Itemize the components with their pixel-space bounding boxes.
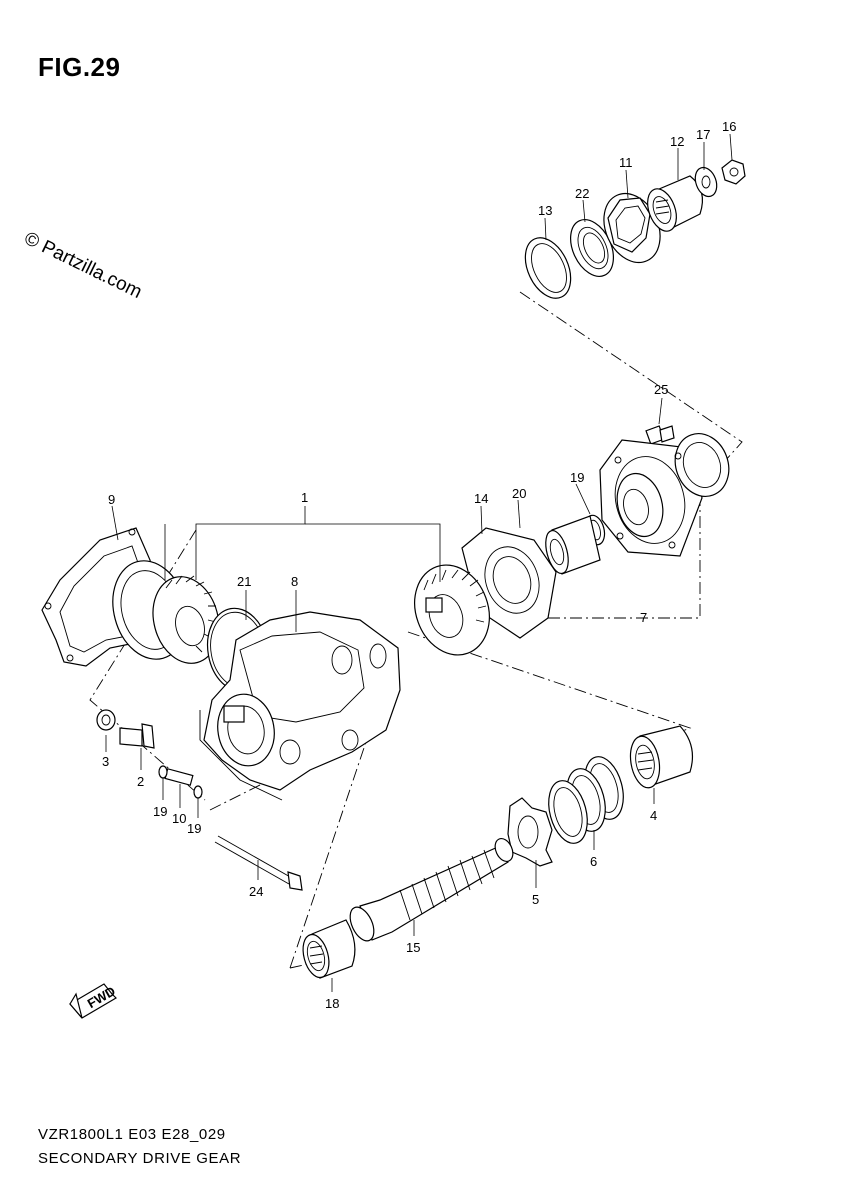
part-15-drive-shaft[interactable] bbox=[345, 836, 516, 945]
part-2-bolt[interactable] bbox=[119, 723, 155, 749]
callout-10[interactable]: 10 bbox=[172, 811, 186, 826]
part-24-long-bolt[interactable] bbox=[214, 835, 303, 891]
callout-1[interactable]: 1 bbox=[301, 490, 308, 505]
part-8-gear-case[interactable] bbox=[199, 611, 401, 801]
callout-19-right[interactable]: 19 bbox=[187, 821, 201, 836]
part-16-nut[interactable] bbox=[721, 159, 746, 185]
callout-25[interactable]: 25 bbox=[654, 382, 668, 397]
callout-21[interactable]: 20 bbox=[512, 486, 526, 501]
callout-6[interactable]: 6 bbox=[590, 854, 597, 869]
callout-18[interactable]: 18 bbox=[325, 996, 339, 1011]
part-25-bolt[interactable] bbox=[645, 425, 675, 445]
callout-14[interactable]: 14 bbox=[474, 491, 488, 506]
leader-lines bbox=[105, 133, 733, 992]
part-12-bearing[interactable] bbox=[642, 175, 703, 235]
part-13-ring[interactable] bbox=[516, 231, 579, 306]
callout-20[interactable]: 19 bbox=[570, 470, 584, 485]
part-19-o-ring-left[interactable] bbox=[158, 765, 168, 779]
callout-24[interactable]: 24 bbox=[249, 884, 263, 899]
part-1-driven-bevel-gear[interactable] bbox=[402, 554, 501, 665]
part-1-drive-bevel-gear[interactable] bbox=[102, 552, 228, 670]
part-10-dowel-pin[interactable] bbox=[164, 768, 194, 786]
part-19-o-ring-right[interactable] bbox=[193, 785, 203, 799]
part-3-washer[interactable] bbox=[96, 709, 116, 731]
callout-13[interactable]: 13 bbox=[538, 203, 552, 218]
callout-8[interactable]: 8 bbox=[291, 574, 298, 589]
callout-22[interactable]: 21 bbox=[237, 574, 251, 589]
part-21-spacer[interactable] bbox=[542, 515, 601, 576]
model-code: VZR1800L1 E03 E28_029 bbox=[38, 1126, 226, 1143]
part-18-needle-bearing[interactable] bbox=[299, 919, 356, 980]
callout-9[interactable]: 9 bbox=[108, 492, 115, 507]
callouts: 9 1 21 8 14 20 19 25 7 11 12 17 16 13 22… bbox=[102, 119, 736, 1011]
part-5-cam-damper[interactable] bbox=[507, 797, 553, 867]
callout-23[interactable]: 22 bbox=[575, 186, 589, 201]
figure-title: FIG.29 bbox=[38, 52, 121, 82]
callout-7[interactable]: 7 bbox=[640, 610, 647, 625]
callout-17[interactable]: 17 bbox=[696, 127, 710, 142]
part-11-hex-nut[interactable] bbox=[593, 184, 671, 271]
callout-19-left[interactable]: 19 bbox=[153, 804, 167, 819]
callout-11[interactable]: 11 bbox=[619, 155, 633, 170]
part-23-oil-seal[interactable] bbox=[562, 213, 622, 283]
part-4-bearing[interactable] bbox=[627, 725, 693, 790]
callout-16[interactable]: 16 bbox=[722, 119, 736, 134]
part-17-washer[interactable] bbox=[691, 164, 720, 199]
callout-4[interactable]: 4 bbox=[650, 808, 657, 823]
fwd-arrow-icon: FWD bbox=[69, 983, 118, 1019]
callout-15[interactable]: 15 bbox=[406, 940, 420, 955]
diagram-name: SECONDARY DRIVE GEAR bbox=[38, 1150, 242, 1167]
callout-12[interactable]: 12 bbox=[670, 134, 684, 149]
part-6-shim-set[interactable] bbox=[542, 752, 629, 847]
callout-5[interactable]: 5 bbox=[532, 892, 539, 907]
part-7-bearing-housing[interactable] bbox=[599, 426, 737, 557]
callout-3[interactable]: 3 bbox=[102, 754, 109, 769]
callout-2[interactable]: 2 bbox=[137, 774, 144, 789]
